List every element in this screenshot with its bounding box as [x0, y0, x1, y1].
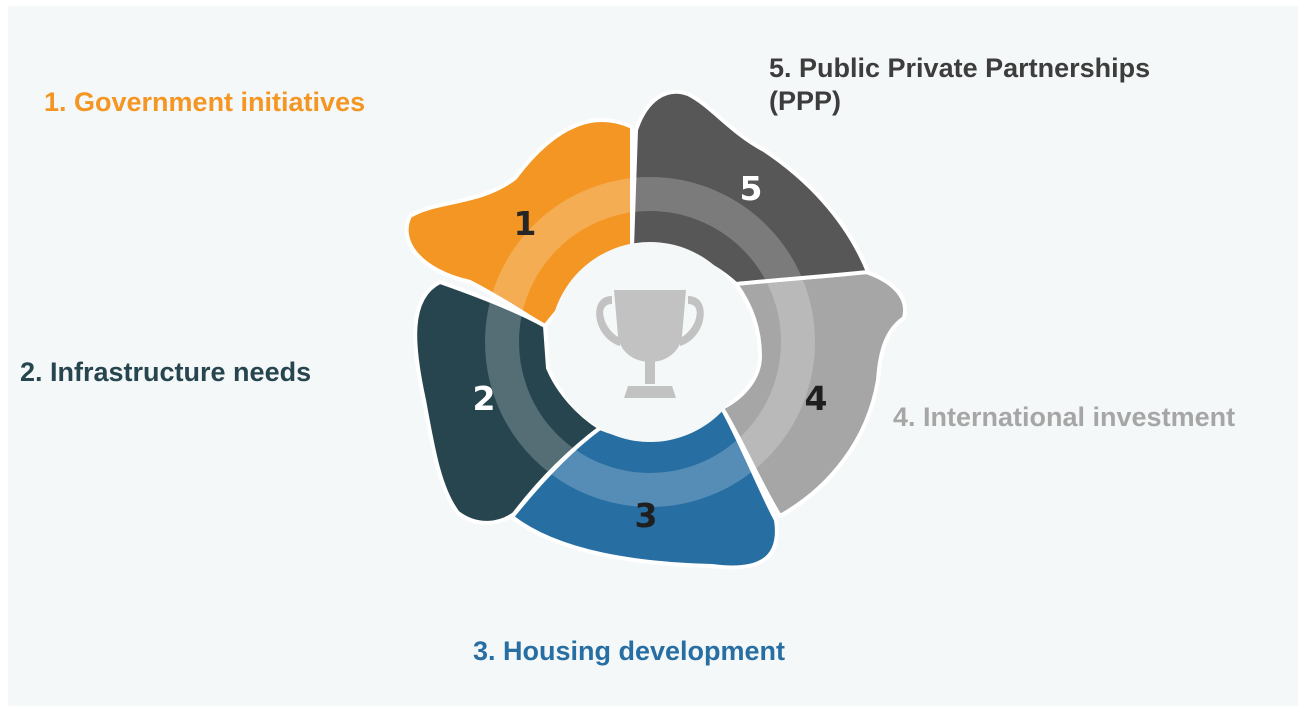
label-infrastructure-needs: 2. Infrastructure needs — [20, 357, 312, 387]
label-government-initiatives: 1. Government initiatives — [44, 87, 366, 117]
segment-number-4: 4 — [805, 379, 828, 418]
segment-number-2: 2 — [473, 379, 496, 418]
segment-4 — [720, 270, 908, 518]
segment-number-1: 1 — [514, 204, 537, 243]
trophy-icon — [596, 290, 704, 398]
segment-number-5: 5 — [740, 169, 763, 208]
segment-number-3: 3 — [635, 496, 658, 535]
label-housing-development: 3. Housing development — [473, 636, 786, 666]
label-ppp-line-1: 5. Public Private Partnerships — [769, 53, 1151, 83]
label-public-private-partnerships: 5. Public Private Partnerships (PPP) — [769, 52, 1150, 118]
segment-5 — [630, 89, 870, 286]
inner-ring — [485, 177, 815, 507]
label-ppp-line-2: (PPP) — [769, 86, 842, 116]
label-international-investment: 4. International investment — [893, 402, 1236, 432]
